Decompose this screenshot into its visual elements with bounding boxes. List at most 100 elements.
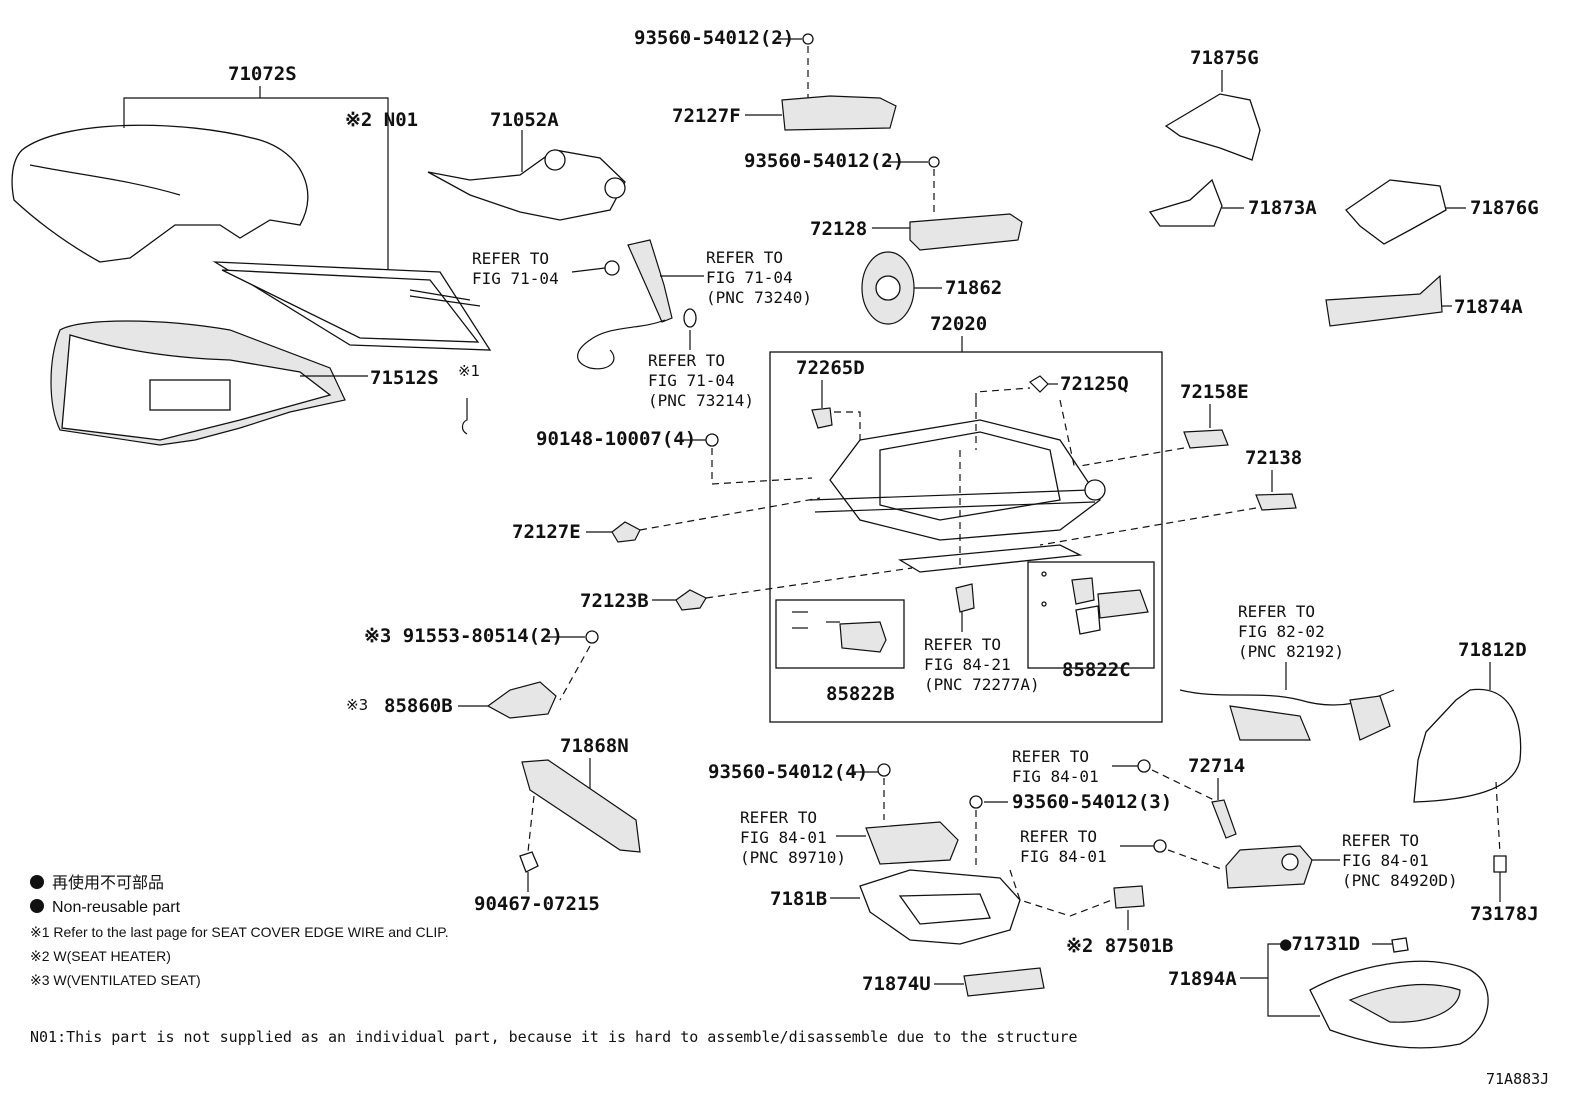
label-90467: 90467-07215	[474, 893, 600, 915]
label-90148: 90148-10007(4)	[536, 428, 696, 450]
refer-7-line2: FIG 84-01	[740, 828, 827, 847]
label-72127F: 72127F	[672, 105, 741, 127]
refer-3-line3: (PNC 73214)	[648, 391, 754, 410]
harness-73240	[577, 239, 697, 370]
label-71874A: 71874A	[1454, 296, 1523, 318]
label-72020: 72020	[930, 313, 987, 335]
label-72125Q: 72125Q	[1060, 373, 1129, 395]
bracket-71875G	[1164, 93, 1261, 161]
label-93560-a: 93560-54012(2)	[634, 27, 794, 49]
label-85860B: 85860B	[384, 695, 453, 717]
refer-6-line1: REFER TO	[1012, 747, 1089, 766]
gear-71862	[861, 251, 915, 325]
refer-2-line3: (PNC 73240)	[706, 288, 812, 307]
legend-en-row: Non-reusable part	[30, 896, 449, 920]
refer-8-line2: FIG 84-01	[1020, 847, 1107, 866]
label-72158E: 72158E	[1180, 381, 1249, 403]
refer-8-line1: REFER TO	[1020, 827, 1097, 846]
label-71874U: 71874U	[862, 973, 931, 995]
mark-1: ※1	[458, 362, 480, 380]
label-91553: ※3 91553-80514(2)	[364, 625, 563, 647]
cover-72128	[909, 213, 1023, 251]
label-93560-b: 93560-54012(2)	[744, 150, 904, 172]
motor-85822B	[792, 611, 887, 653]
figure-code: 71A883J	[1486, 1070, 1550, 1088]
label-7181B: 7181B	[770, 888, 827, 910]
label-71868N: 71868N	[560, 735, 629, 757]
subbox-85822C	[1027, 561, 1155, 669]
refer-1-line2: FIG 71-04	[472, 269, 559, 288]
label-72123B: 72123B	[580, 590, 649, 612]
shield-71812D	[1413, 688, 1522, 803]
label-71875G: 71875G	[1190, 47, 1259, 69]
legend: 再使用不可部品 Non-reusable part ※1 Refer to th…	[30, 872, 449, 992]
cushion-71512S	[50, 320, 346, 446]
bullet-icon	[30, 875, 44, 889]
label-93560-d: 93560-54012(3)	[1012, 791, 1172, 813]
label-87501B: ※2 87501B	[1066, 935, 1173, 957]
bracket-71876G	[1345, 179, 1447, 245]
bullet-icon	[30, 899, 44, 913]
motor-85822C	[1041, 571, 1149, 635]
label-71812D: 71812D	[1458, 639, 1527, 661]
refer-5-line3: (PNC 82192)	[1238, 642, 1344, 661]
subbox-85822B	[775, 599, 905, 669]
switch-84920D	[1225, 845, 1313, 889]
legend-note3: ※3 W(VENTILATED SEAT)	[30, 972, 201, 988]
label-71876G: 71876G	[1470, 197, 1539, 219]
legend-note2: ※2 W(SEAT HEATER)	[30, 948, 171, 964]
assembly-box-72020	[769, 351, 1163, 723]
fan-85860B	[486, 681, 557, 719]
label-85822B: 85822B	[826, 683, 895, 705]
label-71862: 71862	[945, 277, 1002, 299]
harness-82192	[1179, 689, 1395, 741]
label-71072S: 71072S	[228, 63, 297, 85]
footnote-n01: N01:This part is not supplied as an indi…	[30, 1028, 1078, 1046]
refer-2-line2: FIG 71-04	[706, 268, 793, 287]
label-72128: 72128	[810, 218, 867, 240]
frame-71052A	[427, 149, 626, 221]
cover-71874A	[1325, 274, 1443, 327]
cover-71868N	[521, 759, 641, 853]
refer-2-line1: REFER TO	[706, 248, 783, 267]
label-71052A: 71052A	[490, 109, 559, 131]
refer-3-line2: FIG 71-04	[648, 371, 735, 390]
legend-jp-row: 再使用不可部品	[30, 872, 449, 896]
label-71873A: 71873A	[1248, 197, 1317, 219]
seat-frame-72020	[809, 419, 1106, 573]
legend-jp: 再使用不可部品	[52, 875, 165, 892]
refer-1-line1: REFER TO	[472, 249, 549, 268]
refer-9-line2: FIG 84-01	[1342, 851, 1429, 870]
label-72265D: 72265D	[796, 357, 865, 379]
cover-71874U	[963, 967, 1045, 997]
refer-5-line1: REFER TO	[1238, 602, 1315, 621]
label-71894A: 71894A	[1168, 968, 1237, 990]
label-93560-c: 93560-54012(4)	[708, 761, 868, 783]
mark-3: ※3	[346, 696, 368, 714]
legend-note1: ※1 Refer to the last page for SEAT COVER…	[30, 924, 449, 940]
label-72138: 72138	[1245, 447, 1302, 469]
label-n01: ※2 N01	[345, 109, 418, 131]
refer-5-line2: FIG 82-02	[1238, 622, 1325, 641]
label-71512S: 71512S	[370, 367, 439, 389]
refer-4-line2: FIG 84-21	[924, 655, 1011, 674]
cover-72127F	[781, 95, 897, 131]
ecu-89710	[865, 821, 959, 865]
cover-71894A	[1309, 960, 1489, 1049]
seat-cover-71072S	[11, 124, 309, 263]
refer-4-line3: (PNC 72277A)	[924, 675, 1040, 694]
refer-9-line1: REFER TO	[1342, 831, 1419, 850]
refer-3-line1: REFER TO	[648, 351, 725, 370]
seat-heater-n01	[212, 261, 492, 351]
label-73178J: 73178J	[1470, 903, 1539, 925]
label-72127E: 72127E	[512, 521, 581, 543]
bracket-71873A	[1148, 178, 1223, 227]
refer-9-line3: (PNC 84920D)	[1342, 871, 1458, 890]
label-72714: 72714	[1188, 755, 1245, 777]
bracket-7181B	[859, 869, 1021, 945]
legend-en: Non-reusable part	[52, 899, 181, 916]
label-85822C: 85822C	[1062, 659, 1131, 681]
refer-7-line1: REFER TO	[740, 808, 817, 827]
refer-7-line3: (PNC 89710)	[740, 848, 846, 867]
